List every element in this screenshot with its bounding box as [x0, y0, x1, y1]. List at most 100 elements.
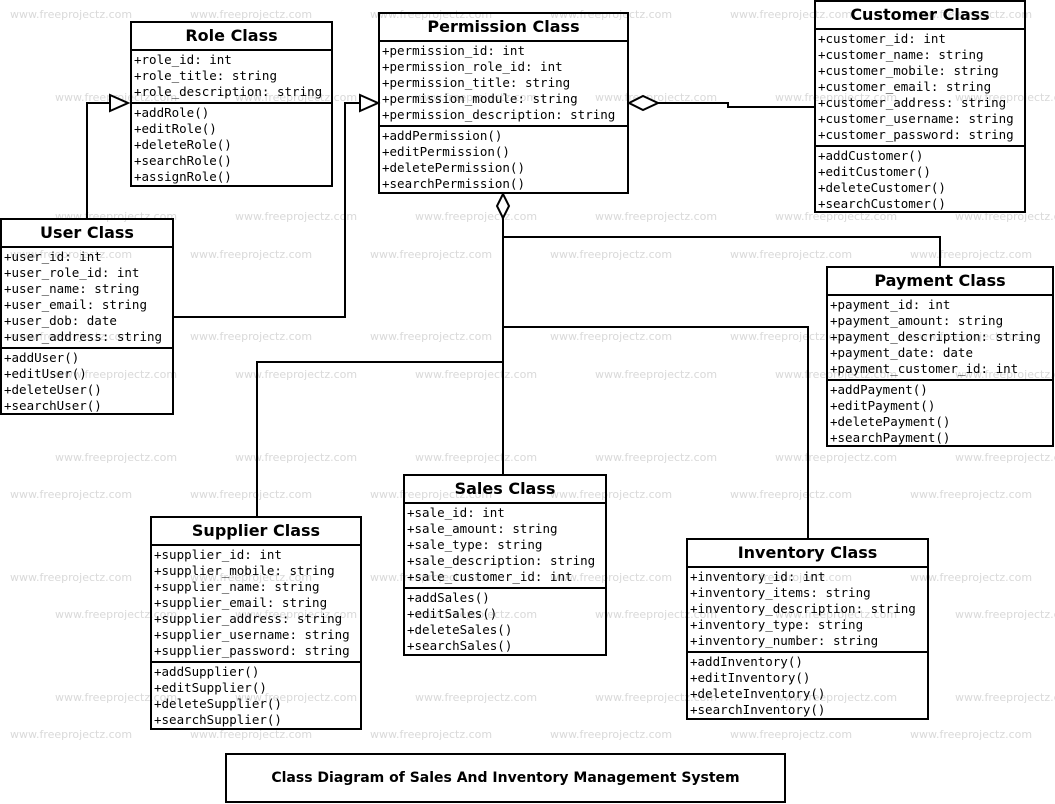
class-method: +addPermission()	[382, 128, 503, 143]
class-attribute: +inventory_id: int	[690, 569, 826, 584]
class-attribute: +permission_id: int	[382, 43, 525, 58]
permission-supplier-line	[256, 361, 503, 517]
permission-class-box: Permission Class +permission_id: int +pe…	[378, 12, 629, 194]
class-attribute: +supplier_mobile: string	[154, 563, 335, 578]
class-method: +addRole()	[134, 105, 210, 120]
class-method: +assignRole()	[134, 169, 232, 184]
class-attribute: +permission_module: string	[382, 91, 578, 106]
inventory-class-box: Inventory Class +inventory_id: int +inve…	[686, 538, 929, 720]
permission-class-methods: +addPermission() +editPermission() +dele…	[380, 127, 627, 194]
class-method: +addSales()	[407, 590, 490, 605]
class-method: +searchPayment()	[830, 430, 951, 445]
aggregation-diamond	[495, 191, 511, 221]
class-method: +editUser()	[4, 366, 87, 381]
class-method: +deleteSales()	[407, 622, 513, 637]
class-attribute: +user_dob: date	[4, 313, 117, 328]
customer-class-box: Customer Class +customer_id: int +custom…	[814, 0, 1026, 213]
permission-inventory-line	[503, 326, 809, 539]
class-method: +addPayment()	[830, 382, 928, 397]
class-attribute: +customer_address: string	[818, 95, 1007, 110]
supplier-class-methods: +addSupplier() +editSupplier() +deleteSu…	[152, 663, 360, 730]
sales-class-methods: +addSales() +editSales() +deleteSales() …	[405, 589, 605, 656]
class-attribute: +sale_customer_id: int	[407, 569, 573, 584]
class-attribute: +payment_description: string	[830, 329, 1041, 344]
class-method: +searchUser()	[4, 398, 102, 413]
sales-class-attributes: +sale_id: int +sale_amount: string +sale…	[405, 504, 605, 589]
sales-class-name: Sales Class	[405, 476, 605, 504]
class-attribute: +sale_type: string	[407, 537, 543, 552]
role-class-name: Role Class	[132, 23, 331, 51]
class-method: +deletePayment()	[830, 414, 951, 429]
class-attribute: +role_id: int	[134, 52, 232, 67]
class-attribute: +payment_date: date	[830, 345, 973, 360]
inventory-class-methods: +addInventory() +editInventory() +delete…	[688, 653, 927, 720]
payment-class-attributes: +payment_id: int +payment_amount: string…	[828, 296, 1052, 381]
customer-class-name: Customer Class	[816, 2, 1024, 30]
payment-class-methods: +addPayment() +editPayment() +deletePaym…	[828, 381, 1052, 448]
class-method: +editRole()	[134, 121, 217, 136]
class-attribute: +permission_role_id: int	[382, 59, 563, 74]
class-attribute: +sale_id: int	[407, 505, 505, 520]
class-attribute: +role_title: string	[134, 68, 277, 83]
class-attribute: +payment_id: int	[830, 297, 951, 312]
user-class-methods: +addUser() +editUser() +deleteUser() +se…	[2, 349, 172, 416]
class-attribute: +customer_name: string	[818, 47, 984, 62]
inventory-class-name: Inventory Class	[688, 540, 927, 568]
class-method: +editSales()	[407, 606, 498, 621]
class-method: +editSupplier()	[154, 680, 267, 695]
class-method: +addInventory()	[690, 654, 803, 669]
role-class-methods: +addRole() +editRole() +deleteRole() +se…	[132, 104, 331, 187]
class-attribute: +customer_username: string	[818, 111, 1014, 126]
class-method: +searchPermission()	[382, 176, 525, 191]
customer-class-methods: +addCustomer() +editCustomer() +deleteCu…	[816, 147, 1024, 214]
class-method: +editInventory()	[690, 670, 811, 685]
role-class-box: Role Class +role_id: int +role_title: st…	[130, 21, 333, 187]
class-attribute: +inventory_description: string	[690, 601, 916, 616]
supplier-class-attributes: +supplier_id: int +supplier_mobile: stri…	[152, 546, 360, 663]
class-attribute: +payment_amount: string	[830, 313, 1004, 328]
class-attribute: +supplier_email: string	[154, 595, 328, 610]
payment-class-box: Payment Class +payment_id: int +payment_…	[826, 266, 1054, 447]
payment-class-name: Payment Class	[828, 268, 1052, 296]
class-attribute: +permission_description: string	[382, 107, 616, 122]
class-method: +deleteSupplier()	[154, 696, 282, 711]
class-method: +searchInventory()	[690, 702, 826, 717]
diagram-caption: Class Diagram of Sales And Inventory Man…	[225, 753, 786, 803]
class-method: +searchRole()	[134, 153, 232, 168]
supplier-class-box: Supplier Class +supplier_id: int +suppli…	[150, 516, 362, 730]
class-attribute: +customer_id: int	[818, 31, 946, 46]
class-method: +editPayment()	[830, 398, 936, 413]
class-attribute: +user_id: int	[4, 249, 102, 264]
class-attribute: +customer_password: string	[818, 127, 1014, 142]
class-attribute: +role_description: string	[134, 84, 323, 99]
role-class-attributes: +role_id: int +role_title: string +role_…	[132, 51, 331, 104]
generalization-arrowhead	[109, 93, 131, 113]
permission-payment-line	[503, 236, 941, 267]
class-method: +deleteInventory()	[690, 686, 826, 701]
class-method: +deletePermission()	[382, 160, 525, 175]
class-method: +addSupplier()	[154, 664, 260, 679]
user-class-attributes: +user_id: int +user_role_id: int +user_n…	[2, 248, 172, 349]
class-attribute: +user_email: string	[4, 297, 147, 312]
class-method: +deleteUser()	[4, 382, 102, 397]
inventory-class-attributes: +inventory_id: int +inventory_items: str…	[688, 568, 927, 653]
class-attribute: +sale_amount: string	[407, 521, 558, 536]
permission-class-attributes: +permission_id: int +permission_role_id:…	[380, 42, 627, 127]
user-permission-generalization-line	[173, 102, 360, 318]
class-attribute: +inventory_number: string	[690, 633, 879, 648]
class-attribute: +user_address: string	[4, 329, 163, 344]
permission-class-name: Permission Class	[380, 14, 627, 42]
aggregation-diamond	[626, 94, 661, 112]
class-attribute: +supplier_username: string	[154, 627, 350, 642]
class-attribute: +customer_mobile: string	[818, 63, 999, 78]
user-role-generalization-line	[86, 102, 110, 218]
class-attribute: +sale_description: string	[407, 553, 596, 568]
permission-customer-aggregation-line	[658, 102, 815, 108]
class-method: +searchCustomer()	[818, 196, 946, 211]
class-method: +addCustomer()	[818, 148, 924, 163]
supplier-class-name: Supplier Class	[152, 518, 360, 546]
class-attribute: +permission_title: string	[382, 75, 571, 90]
class-attribute: +supplier_password: string	[154, 643, 350, 658]
class-method: +addUser()	[4, 350, 80, 365]
